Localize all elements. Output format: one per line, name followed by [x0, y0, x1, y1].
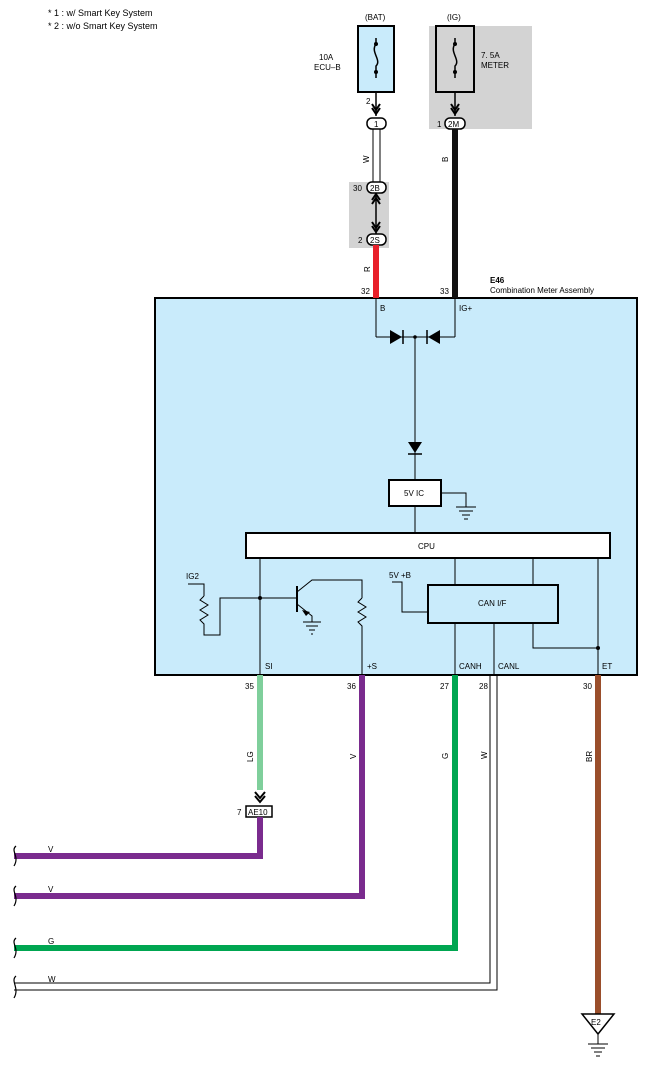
terminal-s: +S [367, 662, 377, 671]
wire-color-br: BR [585, 751, 594, 762]
pin-36: 36 [347, 682, 356, 691]
resistor-ig2 [199, 595, 260, 636]
wire-ig2 [188, 583, 205, 596]
terminal-ig: IG+ [459, 304, 472, 313]
out-label-w: W [48, 975, 56, 984]
wire-v-si-out [14, 817, 263, 859]
connector-ae10-pin: 7 [237, 808, 242, 817]
terminal-canh: CANH [459, 662, 482, 671]
resistor-s [357, 597, 367, 675]
ig-source-label: (IG) [447, 13, 461, 22]
note-no-smart-key: * 2 : w/o Smart Key System [48, 21, 158, 31]
wire-v-s-out [14, 675, 365, 899]
assembly-id: E46 [490, 276, 505, 285]
chevron-2s [371, 221, 381, 234]
bat-source-label: (BAT) [365, 13, 386, 22]
terminal-b: B [380, 304, 385, 313]
pin-28: 28 [479, 682, 488, 691]
ig-fuse-contact-top [453, 42, 457, 46]
terminal-canl: CANL [498, 662, 520, 671]
et-junction [596, 646, 600, 650]
wire-color-w-lower: W [480, 751, 489, 759]
wire-w-out-inner [14, 675, 498, 991]
ig-fuse [435, 25, 475, 93]
block-cpu [245, 532, 611, 559]
bat-fuse-contact-bottom [374, 70, 378, 74]
connector-2b-label: 2B [370, 184, 380, 193]
connector-1 [366, 117, 387, 130]
chevron-ae10 [254, 791, 266, 804]
ig-fuse-name: METER [481, 61, 509, 70]
pin-33: 33 [440, 287, 449, 296]
pin-27: 27 [440, 682, 449, 691]
connector-2m-pin: 1 [437, 120, 442, 129]
ground-icon-transistor [303, 621, 321, 635]
pin-30: 30 [583, 682, 592, 691]
wire-color-r: R [363, 266, 372, 272]
pin-35: 35 [245, 682, 254, 691]
ground-e2-label: E2 [591, 1018, 601, 1027]
block-cpu-label: CPU [418, 542, 435, 551]
break-icons [13, 845, 17, 999]
assembly-name: Combination Meter Assembly [490, 286, 594, 295]
ground-icon-e2 [588, 1043, 608, 1057]
block-can-if-label: CAN I/F [478, 599, 507, 608]
transistor-emitter-arrow [302, 610, 310, 616]
connector-2s-pin: 2 [358, 236, 363, 245]
terminal-et: ET [602, 662, 612, 671]
bat-fuse [357, 25, 395, 93]
connector-2m-label: 2M [448, 120, 459, 129]
chevron-bat-fuse [371, 103, 381, 116]
out-label-v1: V [48, 845, 54, 854]
block-5v-ic-label: 5V IC [404, 489, 424, 498]
transistor-emitter [296, 603, 313, 622]
bat-fuse-contact-top [374, 42, 378, 46]
ig-fuse-contact-bottom [453, 70, 457, 74]
transistor-collector [296, 579, 363, 598]
connector-1-label: 1 [374, 120, 379, 129]
wire-w-out-outer [14, 675, 491, 984]
ig-fuse-rating: 7. 5A [481, 51, 500, 60]
connector-2b-pin: 30 [353, 184, 362, 193]
note-smart-key: * 1 : w/ Smart Key System [48, 8, 153, 18]
ground-icon-ic [456, 506, 476, 520]
block-can-if [427, 584, 559, 624]
out-label-v2: V [48, 885, 54, 894]
chevron-2b [371, 192, 381, 205]
diode-ig [428, 330, 440, 344]
wire-can-et [532, 623, 598, 649]
bat-fuse-rating: 10A [319, 53, 334, 62]
terminal-si: SI [265, 662, 273, 671]
pin-32: 32 [361, 287, 370, 296]
out-label-g: G [48, 937, 54, 946]
wire-color-lg: LG [246, 751, 255, 762]
label-ig2: IG2 [186, 572, 199, 581]
wire-color-w-upper: W [362, 155, 371, 163]
diode-b [390, 330, 402, 344]
wire-color-v-s: V [349, 753, 358, 759]
wire-5v-b [392, 581, 428, 613]
connector-ae10-label: AE10 [248, 808, 268, 817]
wire-5v-ic-ground [441, 492, 467, 507]
diode-down [408, 442, 422, 453]
connector-2s-label: 2S [370, 236, 380, 245]
chevron-ig-fuse [450, 103, 460, 116]
bat-fuse-name: ECU–B [314, 63, 341, 72]
label-5v-b: 5V +B [389, 571, 411, 580]
wire-g-out [14, 675, 458, 951]
wire-color-b: B [441, 157, 450, 162]
block-5v-ic [388, 479, 442, 507]
bat-fuse-pin: 2 [366, 97, 371, 106]
wire-color-g: G [441, 753, 450, 759]
ground-e2-symbol [580, 1013, 616, 1036]
